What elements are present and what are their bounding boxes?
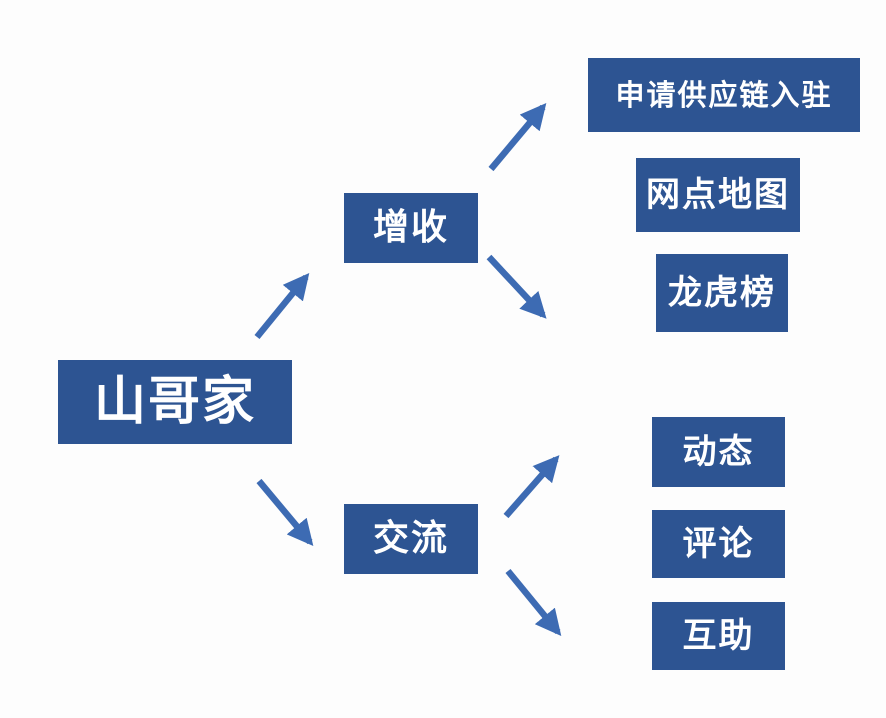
node-jiaoliu: 交流	[344, 504, 478, 574]
node-leaderboard: 龙虎榜	[656, 254, 788, 332]
node-mutual-help: 互助	[652, 602, 785, 670]
arrow-root-to-zengshou	[254, 272, 310, 340]
node-outlet-map: 网点地图	[636, 158, 800, 232]
node-zengshou: 增收	[344, 193, 478, 263]
node-updates: 动态	[652, 417, 785, 487]
node-comments: 评论	[652, 510, 785, 578]
arrow-jiaoliu-to-dongtai	[503, 455, 560, 519]
arrow-jiaoliu-to-huzhu	[505, 568, 562, 637]
node-supply-chain: 申请供应链入驻	[588, 58, 860, 132]
arrow-root-to-jiaoliu	[256, 478, 314, 546]
arrow-zengshou-to-supply	[488, 103, 547, 172]
arrow-zengshou-to-rank	[486, 254, 547, 319]
node-root: 山哥家	[58, 360, 292, 444]
